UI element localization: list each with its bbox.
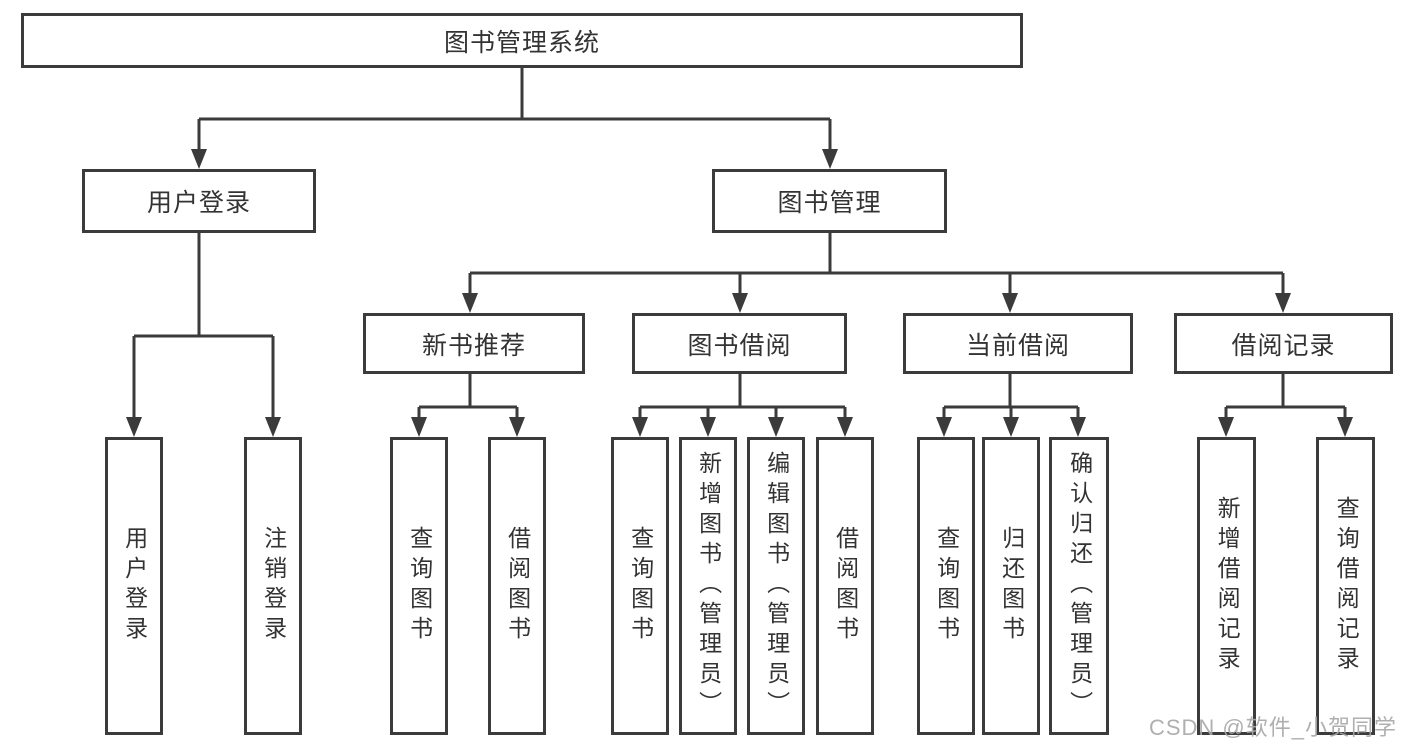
arrowheads bbox=[126, 149, 1353, 437]
node-br-add-record: 新增借阅记录 bbox=[1197, 437, 1256, 735]
node-bb-edit-book: 编辑图书（管理员） bbox=[747, 437, 805, 735]
node-logout: 注销登录 bbox=[244, 437, 302, 735]
node-cb-confirm-return: 确认归还（管理员） bbox=[1049, 437, 1109, 735]
node-bb-borrow-book: 借阅图书 bbox=[816, 437, 874, 735]
node-root: 图书管理系统 bbox=[21, 13, 1023, 68]
node-new-book-rec: 新书推荐 bbox=[363, 313, 585, 374]
node-rec-query-book: 查询图书 bbox=[390, 437, 448, 735]
node-bb-add-book: 新增图书（管理员） bbox=[679, 437, 737, 735]
node-book-borrow: 图书借阅 bbox=[632, 313, 847, 374]
csdn-watermark: CSDN @软件_小贺同学 bbox=[1148, 715, 1397, 740]
node-user-login: 用户登录 bbox=[82, 169, 316, 233]
node-rec-borrow-book: 借阅图书 bbox=[488, 437, 546, 735]
node-cb-query-book: 查询图书 bbox=[917, 437, 975, 735]
node-book-mgmt: 图书管理 bbox=[712, 169, 947, 233]
node-login: 用户登录 bbox=[105, 437, 163, 735]
node-cb-return-book: 归还图书 bbox=[982, 437, 1040, 735]
node-bb-query-book: 查询图书 bbox=[611, 437, 669, 735]
node-current-borrow: 当前借阅 bbox=[903, 313, 1133, 374]
node-borrow-record: 借阅记录 bbox=[1174, 313, 1393, 374]
node-br-query-record: 查询借阅记录 bbox=[1316, 437, 1375, 735]
